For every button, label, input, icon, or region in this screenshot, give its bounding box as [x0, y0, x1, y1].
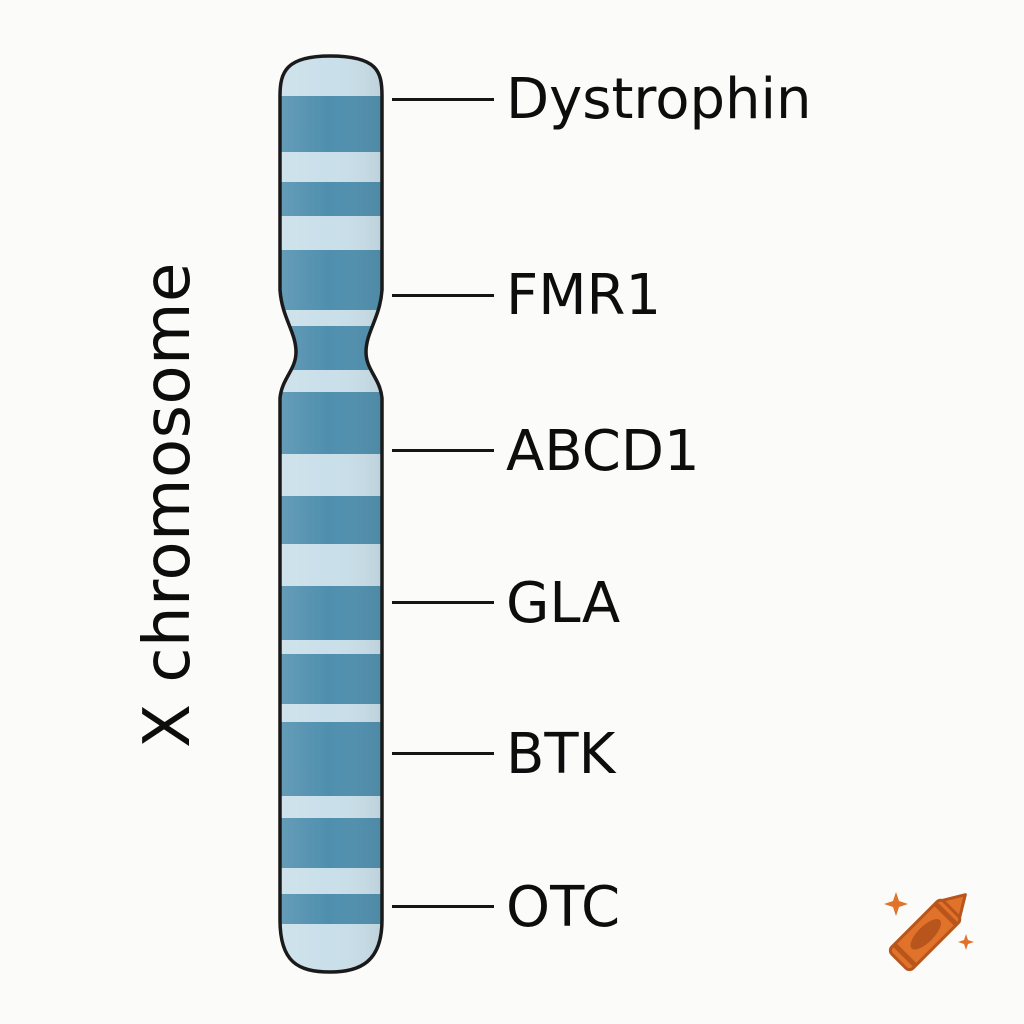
- gene-leader-line: [392, 98, 494, 101]
- gene-label-otc: OTC: [506, 875, 621, 940]
- gene-leader-line: [392, 294, 494, 297]
- chromosome-title: X chromosome: [131, 262, 205, 748]
- gene-label-dystrophin: Dystrophin: [506, 67, 812, 132]
- gene-label-btk: BTK: [506, 722, 616, 787]
- gene-label-fmr1: FMR1: [506, 263, 662, 328]
- crayon-sparkle-icon: [884, 892, 974, 972]
- gene-label-abcd1: ABCD1: [506, 419, 700, 484]
- gene-leader-line: [392, 752, 494, 755]
- gene-leader-line: [392, 449, 494, 452]
- gene-leader-line: [392, 601, 494, 604]
- gene-leader-line: [392, 905, 494, 908]
- gene-label-gla: GLA: [506, 571, 621, 636]
